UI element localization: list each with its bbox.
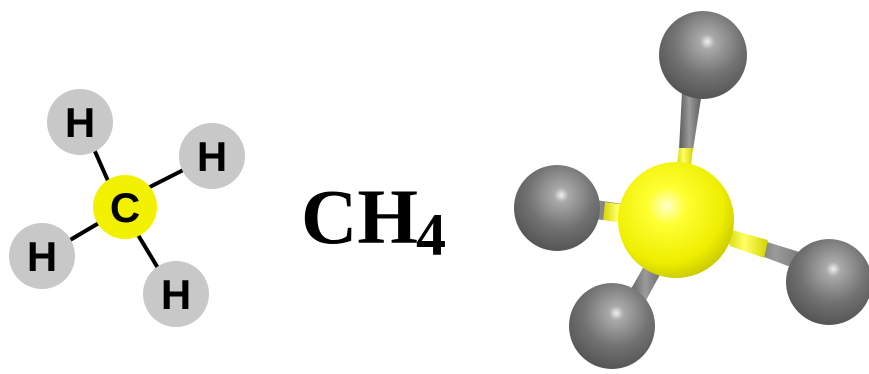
hydrogen-atom-bottom-left	[9, 223, 75, 289]
formula-subscript: 4	[416, 202, 446, 268]
hydrogen-atom-bottom-right	[143, 261, 209, 327]
structural-formula: H H H H C	[9, 89, 245, 327]
outer-sphere-left	[514, 165, 600, 251]
molecular-formula: CH 4	[301, 173, 446, 268]
hydrogen-label-top-left: H	[65, 99, 95, 146]
ball-and-stick-model	[514, 11, 869, 369]
outer-sphere-top	[659, 11, 747, 99]
outer-sphere-bottom	[569, 283, 655, 369]
carbon-atom	[93, 175, 157, 239]
carbon-label: C	[110, 184, 140, 231]
hydrogen-atom-top-left	[47, 89, 113, 155]
hydrogen-atom-top-right	[179, 123, 245, 189]
center-sphere	[618, 162, 734, 278]
hydrogen-label-bottom-right: H	[161, 271, 191, 318]
hydrogen-label-bottom-left: H	[27, 233, 57, 280]
outer-sphere-right	[786, 239, 869, 325]
formula-element: CH	[301, 173, 418, 260]
hydrogen-label-top-right: H	[197, 133, 227, 180]
